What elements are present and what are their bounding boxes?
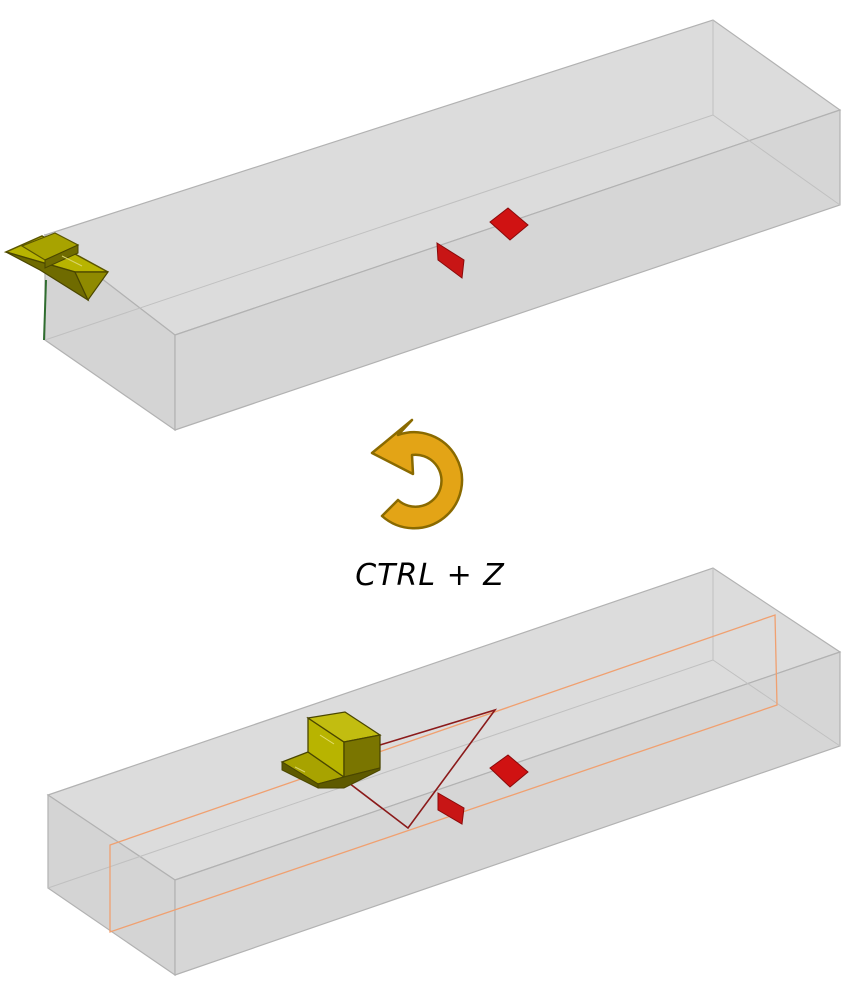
bottom-target-2: [489, 754, 529, 788]
bottom-box-hidden-edge: [47, 659, 714, 889]
top-box-hidden-edge: [712, 114, 841, 206]
top-vehicle: [3, 232, 110, 341]
top-scene: [3, 19, 842, 432]
top-box-hidden-edge: [44, 114, 714, 341]
bottom-scene: [46, 567, 842, 977]
bottom-vehicle: [280, 711, 382, 789]
undo-arrow-icon: [370, 418, 464, 530]
bottom-box: [46, 567, 842, 977]
top-target-1: [436, 242, 465, 279]
highlight-plane: [109, 614, 778, 933]
trajectory-line: [344, 708, 498, 830]
shortcut-label: CTRL + Z: [355, 558, 505, 593]
top-box: [43, 19, 842, 432]
bottom-target-1: [437, 792, 465, 825]
top-target-2: [489, 207, 529, 241]
